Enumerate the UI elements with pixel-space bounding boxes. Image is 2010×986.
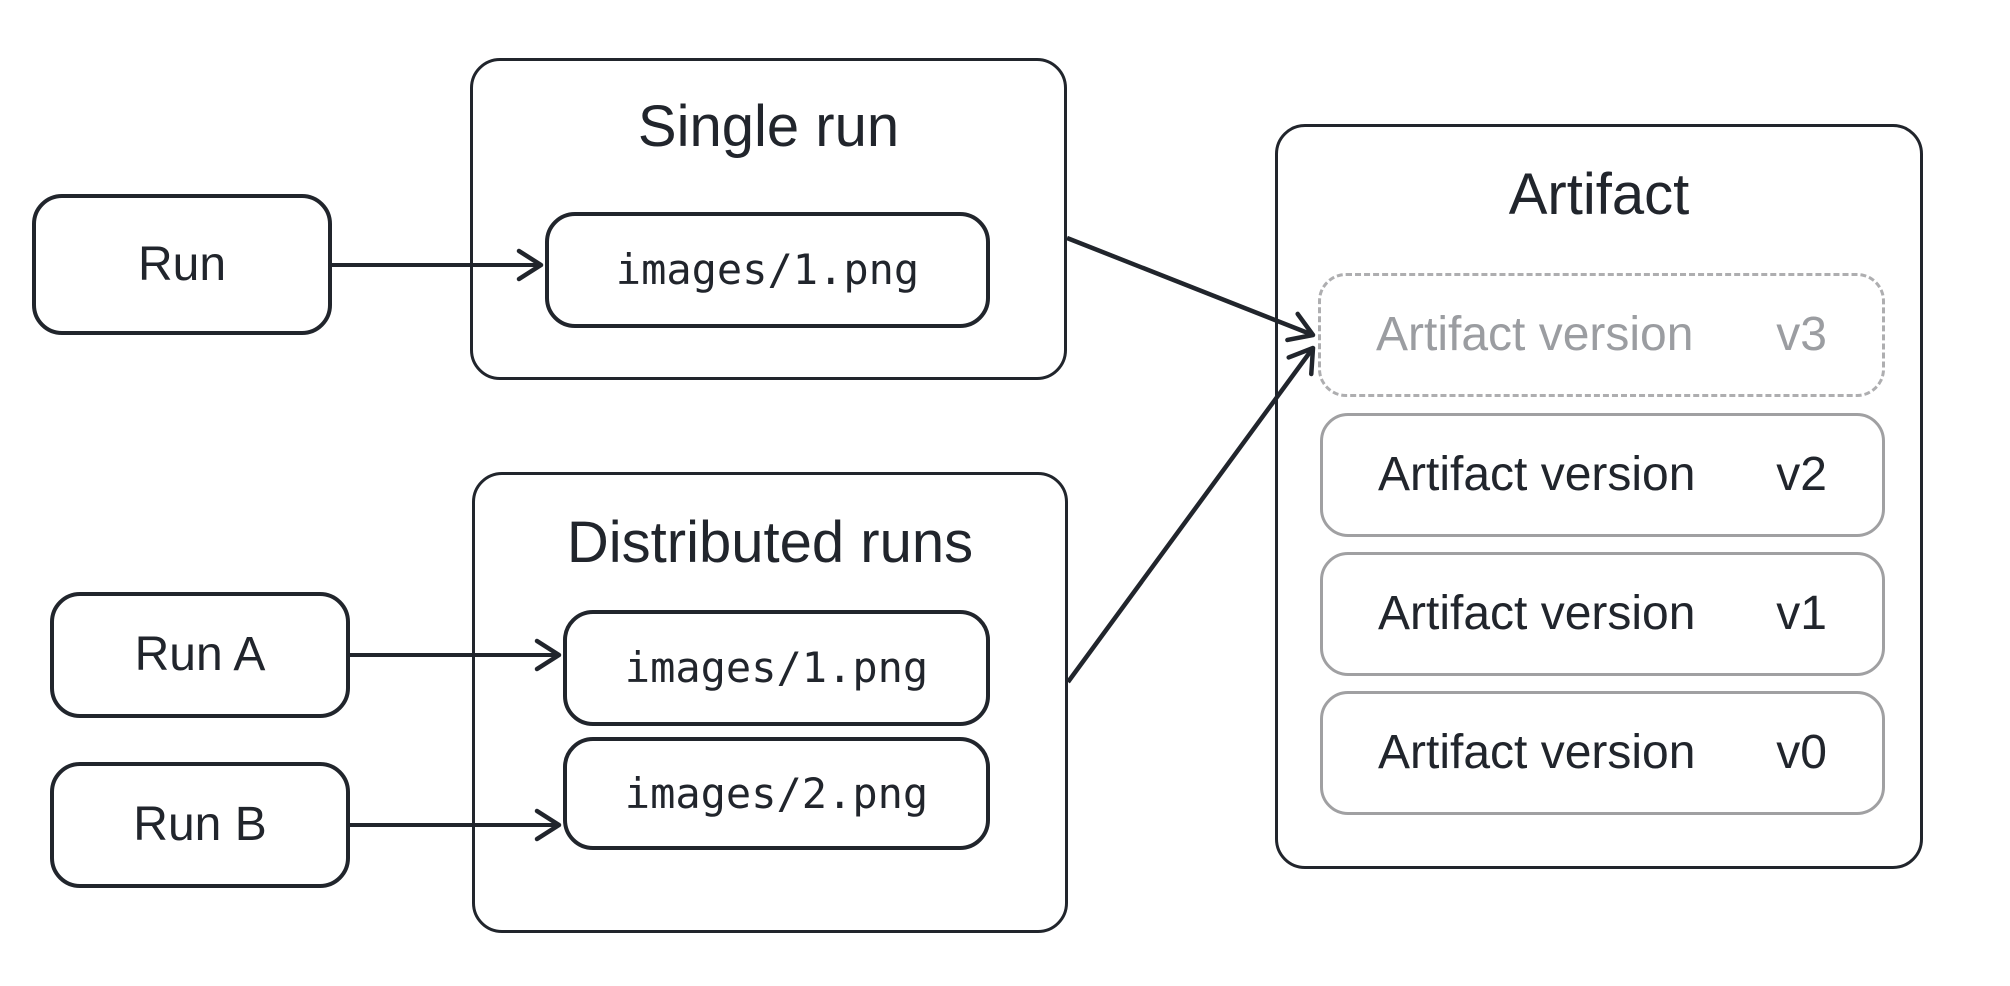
run-box: Run: [32, 194, 332, 335]
artifact-version-label: Artifact version: [1378, 448, 1696, 501]
artifact-version-tag: v3: [1776, 308, 1827, 361]
artifact-version-tag: v2: [1776, 448, 1827, 501]
artifact-version-label: Artifact version: [1378, 726, 1696, 779]
run-a-box: Run A: [50, 592, 350, 718]
artifact-version-label: Artifact version: [1378, 587, 1696, 640]
artifact-version-tag: v0: [1776, 726, 1827, 779]
single-run-file-box: images/1.png: [545, 212, 990, 328]
distributed-file-box-2: images/2.png: [563, 737, 990, 850]
artifact-version-row-v1: Artifact version v1: [1320, 552, 1885, 676]
artifact-version-tag: v1: [1776, 587, 1827, 640]
run-box-label: Run: [137, 237, 227, 291]
artifact-version-row-v2: Artifact version v2: [1320, 413, 1885, 537]
distributed-runs-title: Distributed runs: [566, 510, 974, 575]
distributed-file-label-1: images/1.png: [624, 643, 929, 692]
run-b-label: Run B: [133, 798, 267, 851]
single-run-title: Single run: [637, 94, 900, 159]
single-run-file-label: images/1.png: [615, 245, 920, 294]
artifact-title: Artifact: [1508, 162, 1690, 227]
artifact-version-label: Artifact version: [1376, 308, 1694, 361]
distributed-file-label-2: images/2.png: [624, 768, 929, 818]
artifact-version-row-v0: Artifact version v0: [1320, 691, 1885, 815]
run-a-label: Run A: [134, 628, 266, 681]
distributed-file-box-1: images/1.png: [563, 610, 990, 726]
artifact-version-row-v3: Artifact version v3: [1318, 273, 1885, 397]
run-b-box: Run B: [50, 762, 350, 888]
